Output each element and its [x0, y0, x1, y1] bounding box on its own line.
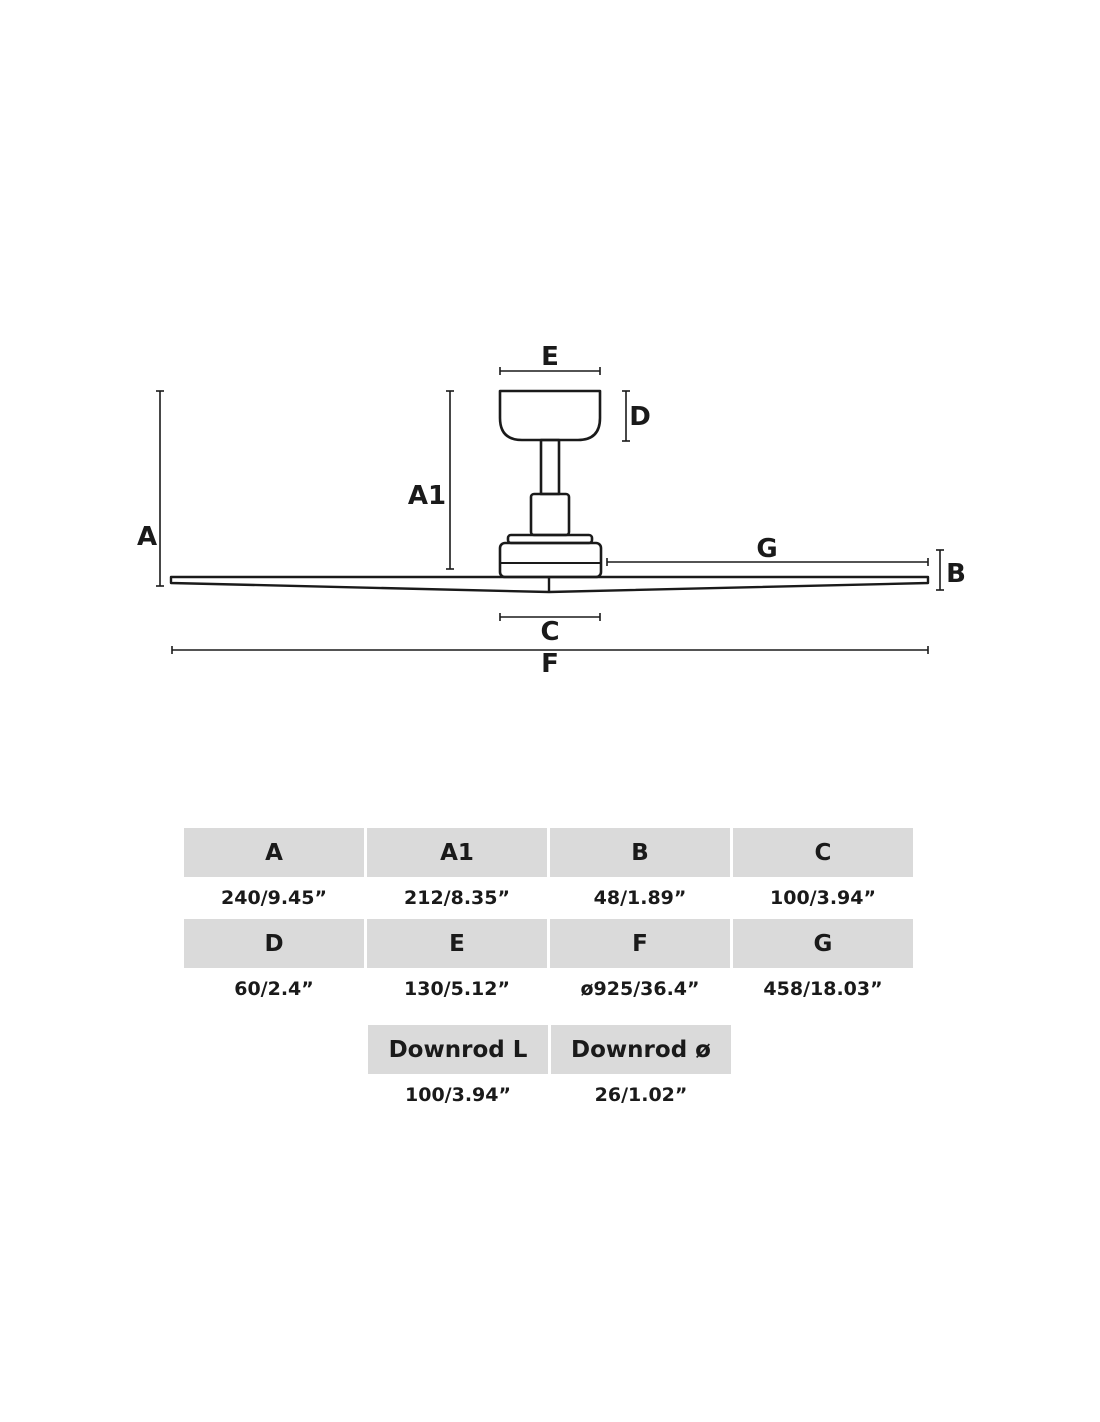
table-header-c: C — [733, 828, 913, 877]
table-header-e: E — [367, 919, 547, 968]
dimension-label-a1: A1 — [408, 481, 446, 511]
dimension-line-d — [622, 390, 630, 442]
fan-blades — [169, 575, 930, 594]
table-header-downrod-length: Downrod L — [368, 1025, 548, 1074]
fan-canopy — [498, 389, 602, 442]
dimension-line-g — [606, 558, 929, 566]
dimension-line-f — [171, 646, 929, 654]
ceiling-fan-dimension-diagram: A A1 E D G B C F — [137, 342, 966, 679]
table-value-downrod-diameter: 26/1.02” — [594, 1084, 688, 1106]
downrod-table: Downrod L Downrod ø 100/3.94” 26/1.02” — [368, 1025, 731, 1116]
dimension-line-b — [936, 549, 944, 591]
table-value-c: 100/3.94” — [770, 887, 876, 909]
dimension-label-b: B — [946, 559, 966, 589]
dimension-label-a: A — [137, 522, 157, 552]
dimension-line-e — [499, 367, 601, 375]
dimension-line-c — [499, 613, 601, 621]
table-value-a: 240/9.45” — [221, 887, 327, 909]
table-header-a: A — [184, 828, 364, 877]
table-value-downrod-length: 100/3.94” — [405, 1084, 511, 1106]
table-value-f: ø925/36.4” — [580, 978, 700, 1000]
dimensions-table: A A1 B C 240/9.45” 212/8.35” 48/1.89” 10… — [184, 828, 913, 1010]
fan-motor-housing — [498, 541, 603, 579]
table-header-downrod-diameter: Downrod ø — [551, 1025, 731, 1074]
dimension-label-e: E — [541, 342, 559, 372]
dimension-line-a1 — [446, 390, 454, 570]
table-header-b: B — [550, 828, 730, 877]
table-header-d: D — [184, 919, 364, 968]
table-value-a1: 212/8.35” — [404, 887, 510, 909]
table-value-b: 48/1.89” — [593, 887, 687, 909]
dimension-label-g: G — [756, 534, 777, 564]
dimension-label-f: F — [541, 649, 559, 679]
fan-motor-coupling — [529, 492, 571, 537]
table-value-e: 130/5.12” — [404, 978, 510, 1000]
table-header-g: G — [733, 919, 913, 968]
table-value-d: 60/2.4” — [234, 978, 314, 1000]
dimension-label-d: D — [629, 402, 651, 432]
dimension-line-a — [156, 390, 164, 587]
fan-downrod — [539, 438, 561, 496]
table-header-a1: A1 — [367, 828, 547, 877]
table-value-g: 458/18.03” — [763, 978, 883, 1000]
table-header-f: F — [550, 919, 730, 968]
dimension-label-c: C — [540, 617, 559, 647]
